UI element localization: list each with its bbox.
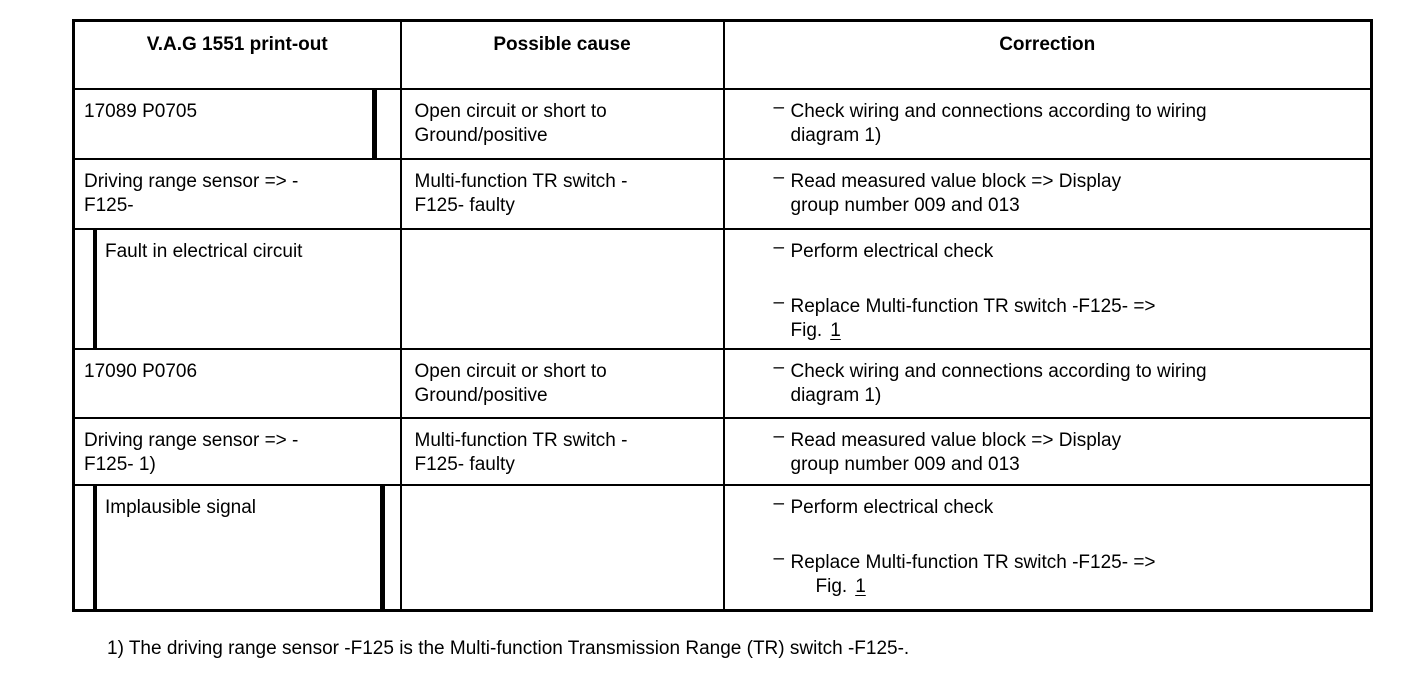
table-row: Driving range sensor => - F125- Multi-fu…	[72, 157, 1373, 230]
figure-prefix: Fig.	[815, 575, 848, 597]
cause-text: Multi-function TR switch - F125- faulty	[414, 429, 628, 475]
correction-dash-icon: –	[773, 166, 785, 188]
correction-line: Replace Multi-function TR switch -F125- …	[790, 295, 1156, 317]
correction-dash-icon: –	[773, 356, 785, 378]
correction-item: – Replace Multi-function TR switch -F125…	[726, 548, 1370, 599]
printout-cell: 17089 P0705	[72, 87, 402, 160]
fault-description: Implausible signal	[105, 496, 257, 518]
printout-cell: Driving range sensor => - F125-	[72, 157, 402, 230]
correction-line: group number 009 and 013	[790, 453, 1020, 475]
correction-item: – Perform electrical check	[726, 493, 1370, 520]
correction-line: diagram 1)	[790, 384, 882, 406]
table-row: 17089 P0705 Open circuit or short to Gro…	[72, 87, 1373, 160]
printout-cell: Fault in electrical circuit	[72, 227, 402, 350]
correction-dash-icon: –	[773, 425, 785, 447]
footnote: 1) The driving range sensor -F125 is the…	[107, 638, 910, 659]
figure-reference: Fig. 1	[791, 575, 1365, 599]
correction-line: group number 009 and 013	[790, 194, 1020, 216]
sensor-label: Driving range sensor => - F125-	[84, 170, 299, 216]
table-row: 17090 P0706 Open circuit or short to Gro…	[72, 347, 1373, 419]
subcell-indent-line	[93, 485, 97, 612]
column-header-correction: Correction	[722, 19, 1373, 90]
correction-cell: – Perform electrical check – Replace Mul…	[722, 483, 1373, 612]
table-row: Driving range sensor => - F125- 1) Multi…	[72, 416, 1373, 486]
figure-1-link[interactable]: 1	[855, 575, 866, 597]
fault-description: Fault in electrical circuit	[105, 240, 303, 262]
column-header-cause: Possible cause	[399, 19, 725, 90]
correction-line: Replace Multi-function TR switch -F125- …	[790, 551, 1156, 573]
cause-text: Open circuit or short to Ground/positive	[414, 100, 607, 146]
subcell-divider-line	[372, 89, 377, 159]
correction-cell: – Check wiring and connections according…	[722, 347, 1373, 419]
correction-item: – Check wiring and connections according…	[726, 97, 1370, 148]
cause-text: Open circuit or short to Ground/positive	[414, 360, 607, 406]
fault-code: 17090 P0706	[84, 360, 198, 382]
correction-line: Check wiring and connections according t…	[790, 360, 1207, 382]
cause-text: Multi-function TR switch - F125- faulty	[414, 170, 628, 216]
cause-cell: Open circuit or short to Ground/positive	[399, 87, 725, 160]
cause-cell: Multi-function TR switch - F125- faulty	[399, 157, 725, 230]
fault-code-table: V.A.G 1551 print-out Possible cause Corr…	[72, 19, 1373, 612]
subcell-indent-line	[93, 229, 97, 349]
cause-cell: Open circuit or short to Ground/positive	[399, 347, 725, 419]
correction-line: Check wiring and connections according t…	[790, 100, 1207, 122]
correction-line: Read measured value block => Display	[790, 170, 1122, 192]
table-row: Implausible signal – Perform electrical …	[72, 483, 1373, 612]
figure-reference: Fig. 1	[791, 319, 1365, 343]
correction-item: – Read measured value block => Display g…	[726, 167, 1370, 218]
cause-cell: Multi-function TR switch - F125- faulty	[399, 416, 725, 486]
correction-dash-icon: –	[773, 236, 785, 258]
correction-line: Perform electrical check	[790, 496, 994, 518]
cause-cell	[399, 227, 725, 350]
correction-item: – Replace Multi-function TR switch -F125…	[726, 292, 1370, 343]
fault-code: 17089 P0705	[84, 100, 198, 122]
correction-dash-icon: –	[773, 492, 785, 514]
correction-item: – Perform electrical check	[726, 237, 1370, 264]
header-row: V.A.G 1551 print-out Possible cause Corr…	[72, 19, 1373, 90]
table-row: Fault in electrical circuit – Perform el…	[72, 227, 1373, 350]
printout-cell: 17090 P0706	[72, 347, 402, 419]
printout-cell: Driving range sensor => - F125- 1)	[72, 416, 402, 486]
correction-line: Perform electrical check	[790, 240, 994, 262]
figure-1-link[interactable]: 1	[830, 319, 841, 341]
subcell-divider-line	[380, 485, 385, 612]
sensor-label: Driving range sensor => - F125- 1)	[84, 429, 299, 475]
correction-dash-icon: –	[773, 96, 785, 118]
printout-cell: Implausible signal	[72, 483, 402, 612]
correction-cell: – Perform electrical check – Replace Mul…	[722, 227, 1373, 350]
diagnostic-table: V.A.G 1551 print-out Possible cause Corr…	[72, 19, 1373, 612]
correction-cell: – Read measured value block => Display g…	[722, 416, 1373, 486]
cause-cell	[399, 483, 725, 612]
correction-line: diagram 1)	[790, 124, 882, 146]
correction-cell: – Read measured value block => Display g…	[722, 157, 1373, 230]
correction-dash-icon: –	[773, 547, 785, 569]
correction-line: Read measured value block => Display	[790, 429, 1122, 451]
correction-cell: – Check wiring and connections according…	[722, 87, 1373, 160]
figure-prefix: Fig.	[790, 319, 823, 341]
column-header-printout: V.A.G 1551 print-out	[72, 19, 402, 90]
correction-item: – Read measured value block => Display g…	[726, 426, 1370, 477]
correction-dash-icon: –	[773, 291, 785, 313]
correction-item: – Check wiring and connections according…	[726, 357, 1370, 408]
